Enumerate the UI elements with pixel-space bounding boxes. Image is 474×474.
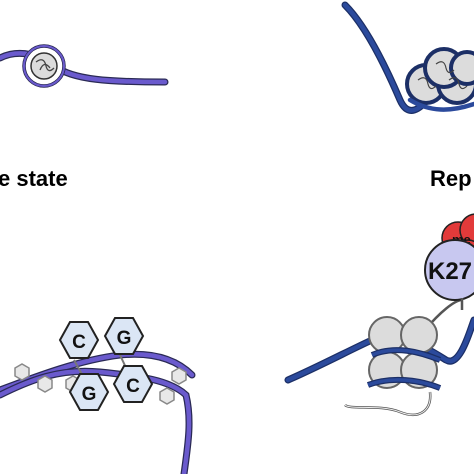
- svg-text:C: C: [126, 376, 140, 397]
- top-left-panel: [0, 44, 169, 88]
- svg-text:G: G: [117, 328, 132, 349]
- k27-residue: K27: [424, 239, 474, 301]
- nucleosome-icon: [22, 44, 66, 88]
- bottom-left-panel: C G G C: [0, 317, 196, 474]
- base-c-top: C: [58, 321, 100, 359]
- top-right-panel: [341, 1, 474, 114]
- right-state-label: Rep: [430, 166, 472, 191]
- base-g-top: G: [103, 317, 145, 355]
- svg-text:C: C: [72, 332, 86, 353]
- svg-text:G: G: [82, 384, 97, 405]
- bottom-right-panel: me K27: [284, 213, 474, 417]
- base-g-bottom: G: [68, 373, 110, 411]
- k27-label: K27: [428, 258, 472, 285]
- base-c-bottom: C: [112, 365, 154, 403]
- nucleosome-stack: [366, 316, 442, 391]
- left-state-label: e state: [0, 166, 68, 191]
- nucleosome-cluster-top: [405, 47, 474, 105]
